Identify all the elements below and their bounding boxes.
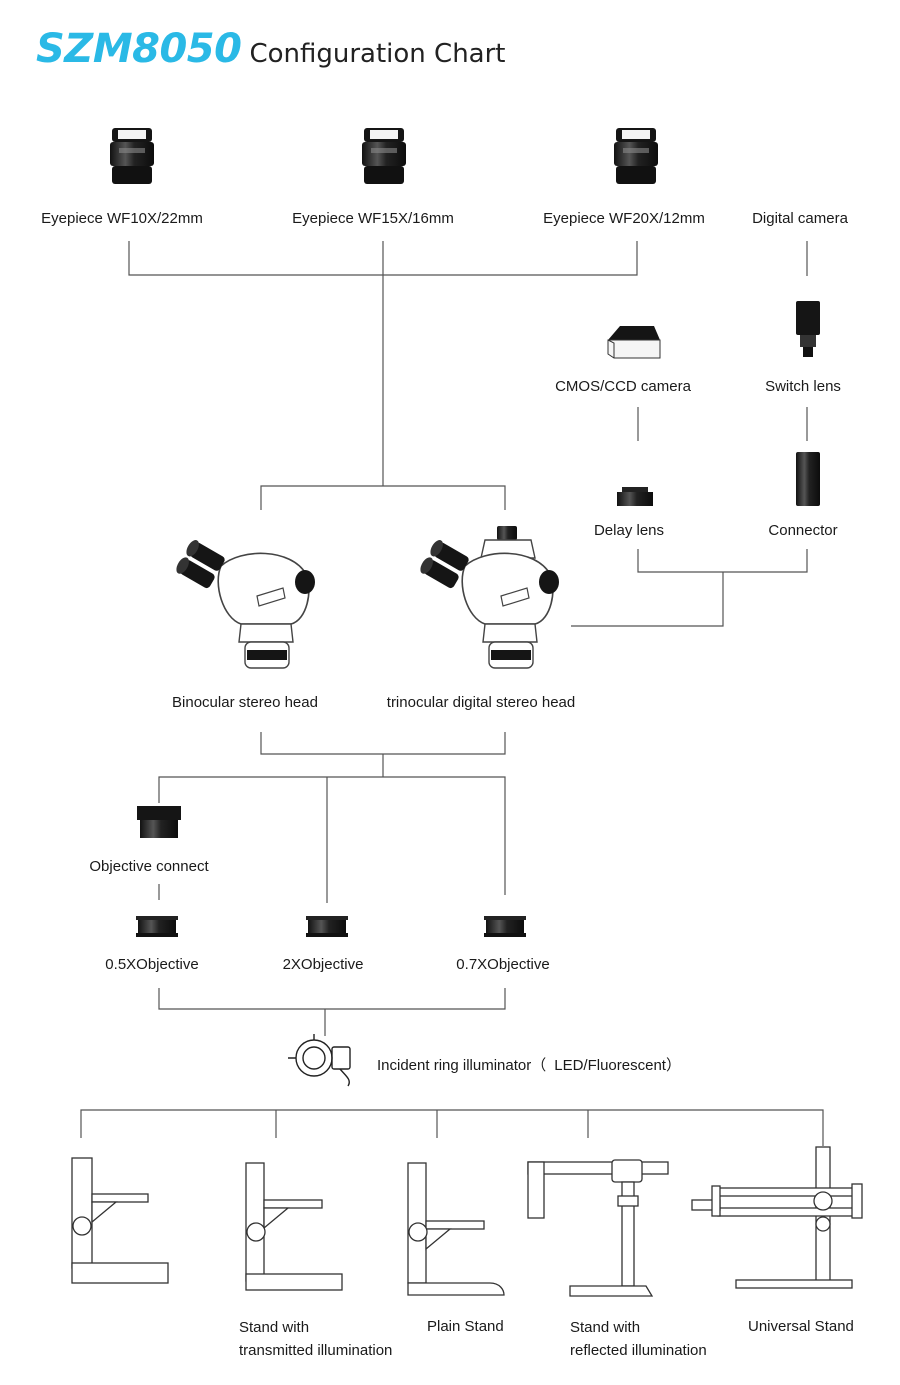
delay-lens-label: Delay lens (593, 522, 665, 539)
connector-icon (796, 452, 820, 506)
stand-reflected-line1: Stand with (570, 1319, 641, 1336)
cmos-camera-label: CMOS/CCD camera (555, 378, 691, 395)
eyepiece-wf20x-label: Eyepiece WF20X/12mm (543, 210, 705, 227)
stand-transmitted-icon (245, 1162, 343, 1291)
illuminator-name: Incident ring illuminator（ (377, 1057, 547, 1074)
stand-reflected-label: Stand with reflected illumination (570, 1316, 707, 1362)
cmos-camera-icon (607, 326, 661, 359)
chart-subtitle: Configuration Chart (249, 39, 506, 69)
eyepiece-wf10x-icon (110, 128, 154, 184)
objective-07x-label: 0.7XObjective (456, 956, 550, 973)
objective-07x-icon (484, 916, 526, 937)
eyepiece-wf15x-icon (362, 128, 406, 184)
switch-lens-label: Switch lens (765, 378, 841, 395)
switch-lens-icon (796, 301, 820, 357)
stand-transmitted-line2: transmitted illumination (239, 1342, 393, 1359)
stand-transmitted-line1: Stand with (239, 1319, 310, 1336)
model-name: SZM8050 (36, 26, 242, 72)
objective-05x-icon (136, 916, 178, 937)
stand-reflected-icon (527, 1159, 669, 1297)
ring-illuminator-icon (288, 1034, 351, 1087)
trinocular-head-label: trinocular digital stereo head (386, 694, 576, 711)
eyepiece-wf15x-label: Eyepiece WF15X/16mm (292, 210, 454, 227)
binocular-head-icon (176, 540, 315, 669)
stand-1-icon (71, 1157, 169, 1284)
illuminator-type: LED/Fluorescent） (554, 1057, 681, 1074)
objective-05x-label: 0.5XObjective (105, 956, 199, 973)
stand-reflected-line2: reflected illumination (570, 1342, 707, 1359)
trinocular-head-icon (420, 526, 559, 669)
stand-universal-icon (691, 1146, 863, 1289)
objective-connect-label: Objective connect (89, 858, 209, 875)
objective-2x-label: 2XObjective (282, 956, 364, 973)
objective-2x-icon (306, 916, 348, 937)
eyepiece-wf10x-label: Eyepiece WF10X/22mm (41, 210, 203, 227)
connector-lines (80, 241, 824, 1146)
delay-lens-icon (617, 487, 653, 506)
illuminator-label: Incident ring illuminator（ LED/Fluorescen… (377, 1054, 681, 1075)
digital-camera-label: Digital camera (752, 210, 848, 227)
stand-plain-icon (407, 1162, 505, 1296)
binocular-head-label: Binocular stereo head (172, 694, 318, 711)
eyepiece-wf20x-icon (614, 128, 658, 184)
connector-label: Connector (768, 522, 838, 539)
objective-connect-icon (137, 806, 181, 838)
stand-universal-label: Universal Stand (748, 1318, 854, 1335)
stand-plain-label: Plain Stand (427, 1318, 504, 1335)
stand-transmitted-label: Stand with transmitted illumination (239, 1316, 392, 1362)
